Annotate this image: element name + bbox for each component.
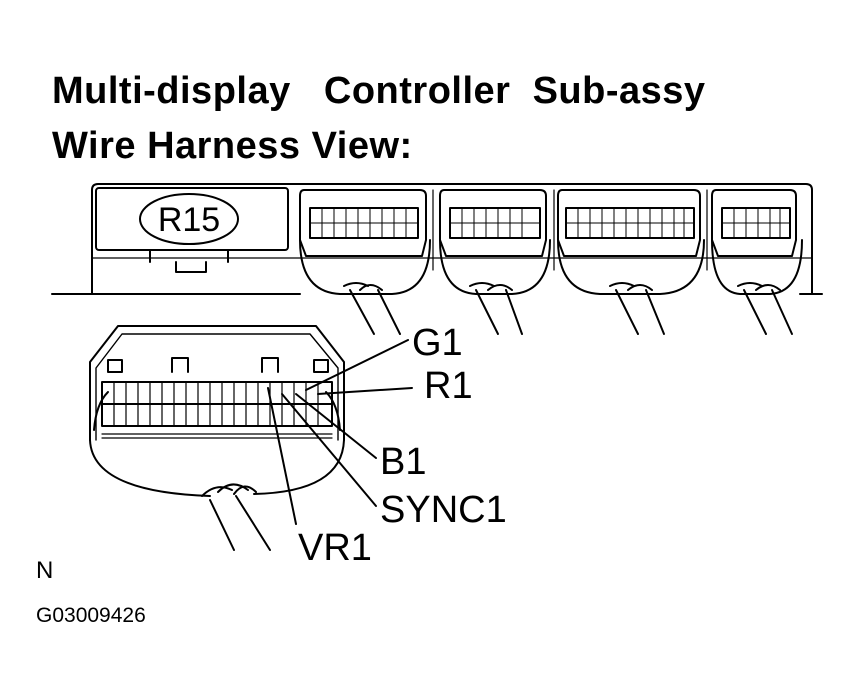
leader-line-b1 bbox=[295, 393, 377, 459]
leader-line-vr1 bbox=[267, 387, 297, 525]
orientation-mark: N bbox=[36, 557, 53, 584]
controller-unit-body bbox=[51, 183, 823, 295]
connector-socket-1 bbox=[299, 189, 431, 335]
pin-label-sync1: SYNC1 bbox=[380, 489, 507, 531]
pin-label-vr1: VR1 bbox=[298, 527, 372, 569]
figure-code: G03009426 bbox=[36, 604, 146, 627]
enlarged-harness-connector bbox=[89, 325, 345, 551]
pin-label-b1: B1 bbox=[380, 441, 426, 483]
leader-line-g1 bbox=[305, 339, 409, 391]
diagram-title-line-2: Wire Harness View: bbox=[52, 125, 413, 167]
pin-label-g1: G1 bbox=[412, 322, 463, 364]
leader-line-r1 bbox=[317, 387, 413, 395]
connector-socket-4 bbox=[711, 189, 803, 335]
connector-id-label: R15 bbox=[158, 201, 220, 239]
leader-line-sync1 bbox=[281, 393, 377, 507]
r15-blank-module bbox=[95, 187, 289, 273]
connector-socket-2 bbox=[439, 189, 551, 335]
pin-label-r1: R1 bbox=[424, 365, 473, 407]
diagram-title-line-1: Multi-display Controller Sub-assy bbox=[52, 70, 706, 112]
connector-socket-3 bbox=[557, 189, 705, 335]
